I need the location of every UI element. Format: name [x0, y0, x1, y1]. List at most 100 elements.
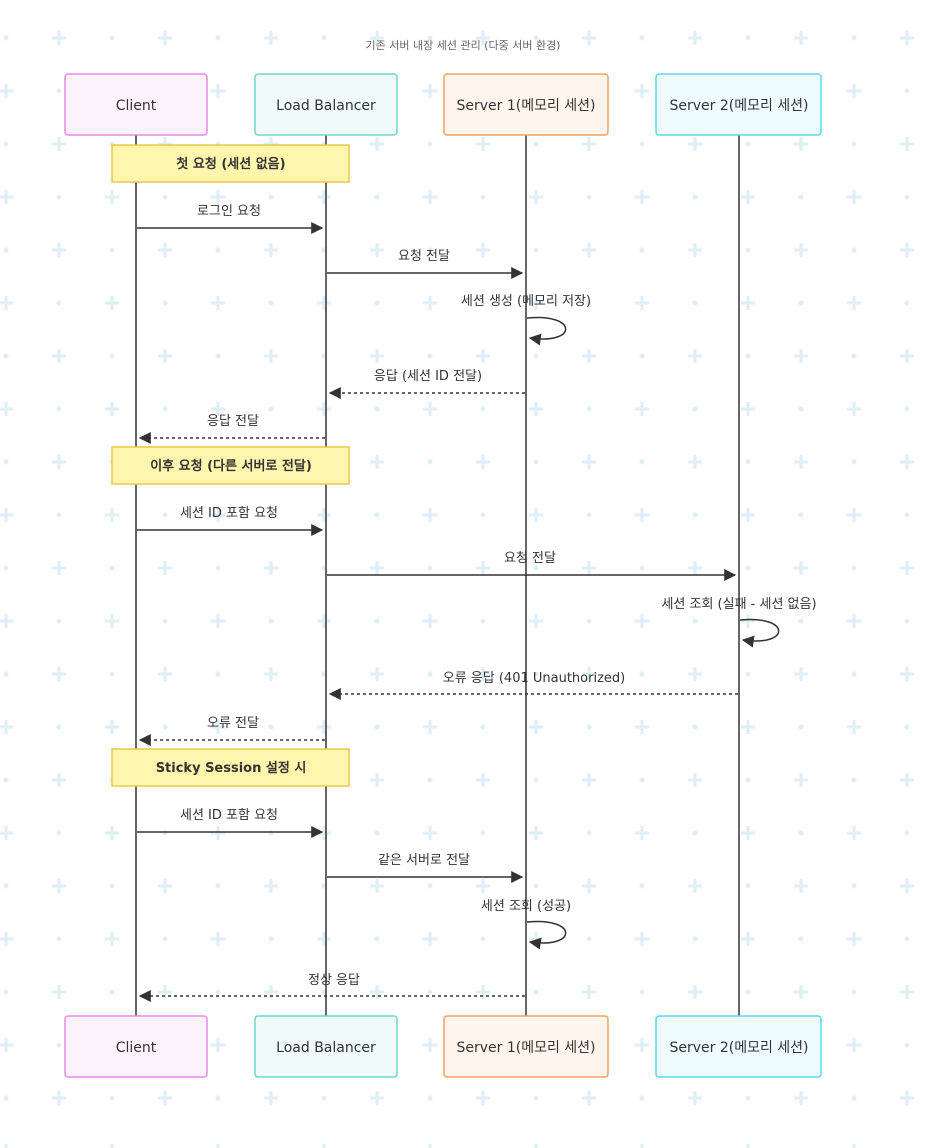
grid-dot — [533, 671, 539, 677]
grid-dot — [3, 459, 9, 465]
grid-dot — [374, 406, 380, 412]
actor-load-balancer-top: Load Balancer — [254, 73, 398, 136]
grid-dot — [374, 512, 380, 518]
message-response-session-id: 응답 (세션 ID 전달) — [328, 369, 525, 399]
grid-plus — [900, 1091, 914, 1105]
grid-dot — [374, 618, 380, 624]
grid-plus — [370, 243, 384, 257]
grid-plus — [423, 614, 437, 628]
grid-dot — [374, 724, 380, 730]
self-loop-arrow — [739, 618, 780, 648]
grid-plus — [476, 1091, 490, 1105]
grid-plus — [582, 137, 596, 151]
grid-plus — [794, 455, 808, 469]
grid-plus — [582, 243, 596, 257]
grid-dot — [162, 618, 168, 624]
grid-plus — [105, 614, 119, 628]
grid-plus — [741, 402, 755, 416]
grid-plus — [582, 879, 596, 893]
grid-plus — [582, 773, 596, 787]
grid-plus — [847, 1038, 861, 1052]
grid-dot — [215, 35, 221, 41]
note-label: 첫 요청 (세션 없음) — [176, 156, 285, 172]
grid-dot — [851, 777, 857, 783]
grid-dot — [480, 512, 486, 518]
grid-plus — [847, 402, 861, 416]
grid-dot — [162, 406, 168, 412]
grid-dot — [586, 724, 592, 730]
grid-dot — [745, 141, 751, 147]
actor-label: Server 2(메모리 세션) — [669, 98, 808, 114]
grid-dot — [374, 936, 380, 942]
actor-server-2-bottom: Server 2(메모리 세션) — [655, 1015, 822, 1078]
grid-dot — [374, 300, 380, 306]
grid-plus — [423, 84, 437, 98]
message-forward-to-server-2: 요청 전달 — [327, 551, 737, 581]
grid-plus — [52, 1091, 66, 1105]
grid-plus — [741, 296, 755, 310]
grid-plus — [688, 1091, 702, 1105]
grid-plus — [476, 137, 490, 151]
grid-plus — [741, 190, 755, 204]
message-label: 정상 응답 — [308, 973, 360, 988]
grid-dot — [109, 1095, 115, 1101]
actor-label: Load Balancer — [276, 1040, 376, 1056]
grid-dot — [215, 353, 221, 359]
grid-plus — [264, 1091, 278, 1105]
grid-dot — [215, 247, 221, 253]
grid-plus — [317, 720, 331, 734]
grid-plus — [211, 84, 225, 98]
grid-plus — [0, 508, 13, 522]
grid-dot — [745, 883, 751, 889]
grid-plus — [317, 296, 331, 310]
grid-dot — [109, 35, 115, 41]
grid-dot — [904, 300, 910, 306]
grid-plus — [688, 879, 702, 893]
actor-client-top: Client — [64, 73, 208, 136]
grid-dot — [745, 777, 751, 783]
grid-dot — [268, 618, 274, 624]
grid-dot — [3, 35, 9, 41]
grid-plus — [264, 31, 278, 45]
grid-plus — [317, 402, 331, 416]
grid-dot — [215, 1095, 221, 1101]
grid-dot — [798, 194, 804, 200]
grid-plus — [322, 1144, 326, 1148]
grid-dot — [533, 1095, 539, 1101]
grid-plus — [52, 349, 66, 363]
grid-dot — [162, 300, 168, 306]
message-label: 세션 조회 (성공) — [481, 899, 571, 914]
grid-plus — [688, 137, 702, 151]
grid-dot — [480, 724, 486, 730]
grid-plus — [635, 84, 649, 98]
grid-plus — [211, 826, 225, 840]
grid-dot — [533, 459, 539, 465]
grid-dot — [745, 671, 751, 677]
grid-plus — [635, 402, 649, 416]
grid-plus — [794, 667, 808, 681]
grid-plus — [370, 667, 384, 681]
message-label: 같은 서버로 전달 — [378, 853, 470, 868]
grid-plus — [582, 985, 596, 999]
grid-dot — [268, 724, 274, 730]
note-later-request: 이후 요청 (다른 서버로 전달) — [111, 446, 350, 485]
grid-dot — [427, 141, 433, 147]
grid-plus — [317, 508, 331, 522]
grid-plus — [370, 137, 384, 151]
grid-plus — [264, 879, 278, 893]
grid-plus — [0, 1038, 13, 1052]
grid-dot — [56, 936, 62, 942]
grid-dot — [851, 565, 857, 571]
grid-plus — [370, 879, 384, 893]
grid-plus — [900, 985, 914, 999]
grid-plus — [423, 508, 437, 522]
grid-dot — [56, 1042, 62, 1048]
grid-plus — [105, 720, 119, 734]
grid-plus — [529, 614, 543, 628]
grid-plus — [794, 985, 808, 999]
grid-dot — [904, 406, 910, 412]
grid-dot — [480, 618, 486, 624]
grid-dot — [109, 989, 115, 995]
grid-plus — [582, 561, 596, 575]
grid-dot — [798, 936, 804, 942]
